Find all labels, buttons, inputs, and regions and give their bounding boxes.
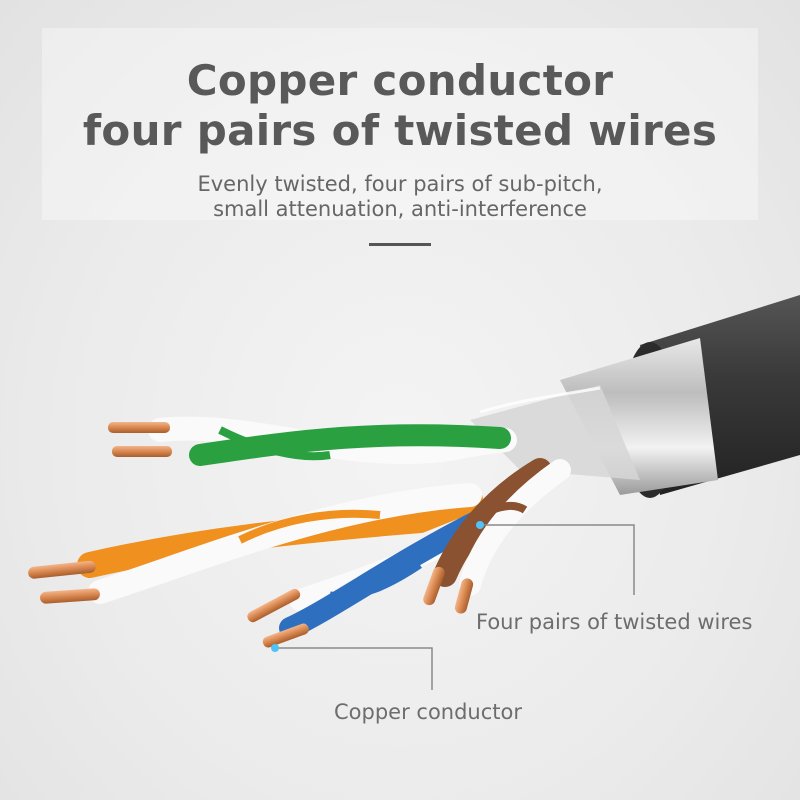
callout-copper-conductor: Copper conductor bbox=[334, 700, 523, 724]
page-title-line1: Copper conductor bbox=[186, 56, 614, 105]
orange-pair bbox=[28, 483, 483, 604]
subtitle-line2: small attenuation, anti-interference bbox=[213, 197, 587, 221]
callout-leaders bbox=[275, 524, 635, 690]
foil-shield bbox=[470, 338, 718, 495]
green-pair bbox=[108, 416, 517, 466]
page-title-line2: four pairs of twisted wires bbox=[82, 106, 718, 155]
subtitle-line1: Evenly twisted, four pairs of sub-pitch, bbox=[197, 172, 603, 196]
title-divider bbox=[369, 243, 431, 246]
pair-marker-dot bbox=[271, 644, 279, 652]
leader-copper bbox=[275, 647, 433, 690]
header-panel bbox=[42, 28, 758, 220]
callout-twisted-pairs: Four pairs of twisted wires bbox=[476, 610, 753, 634]
leader-pairs bbox=[480, 524, 635, 595]
pair-marker-dot bbox=[476, 521, 484, 529]
